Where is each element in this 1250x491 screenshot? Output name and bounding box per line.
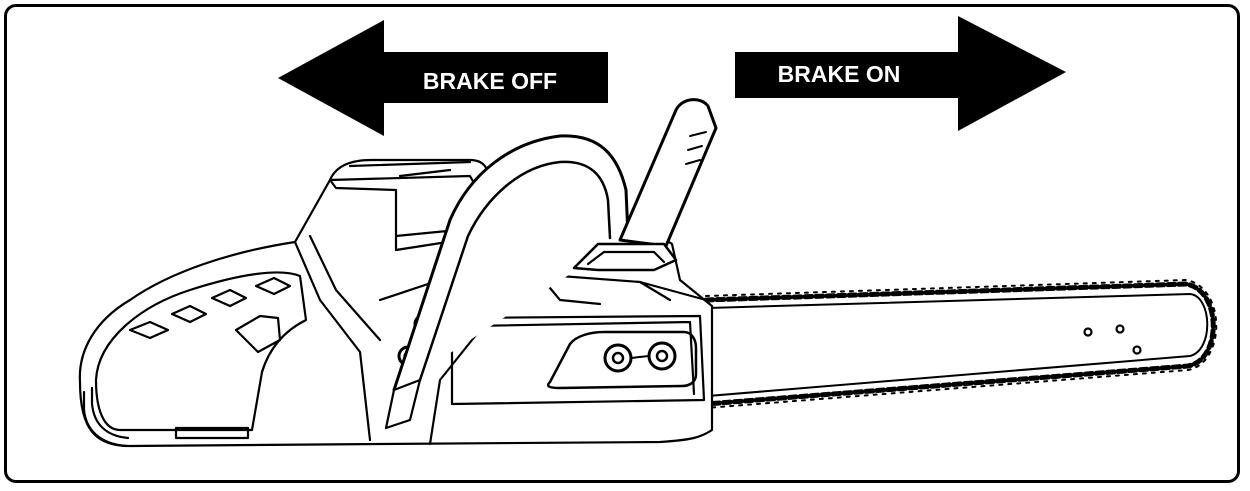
brake-on-arrow: BRAKE ON: [735, 16, 1066, 131]
brake-on-label: BRAKE ON: [778, 61, 901, 87]
brake-off-label: BRAKE OFF: [423, 68, 557, 94]
brake-off-arrow: BRAKE OFF: [278, 20, 608, 136]
guide-bar: [706, 280, 1216, 408]
chainsaw-icon: [80, 100, 1216, 446]
